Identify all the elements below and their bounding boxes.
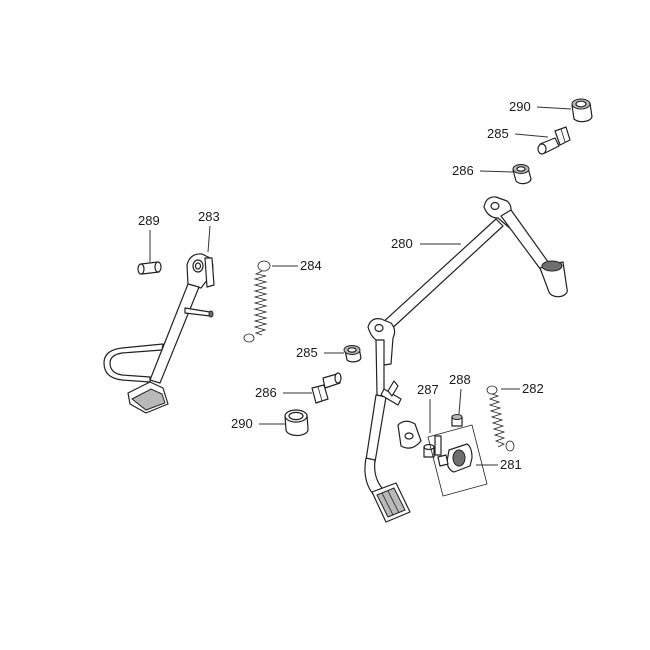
stopper-kit-281 bbox=[427, 424, 488, 497]
bolt-289 bbox=[137, 261, 162, 275]
leader-lines bbox=[149, 106, 572, 466]
nut-288 bbox=[451, 414, 463, 427]
callout-285-mid: 285 bbox=[296, 345, 318, 360]
center-stand-280 bbox=[364, 196, 568, 523]
callout-280: 280 bbox=[391, 236, 413, 251]
callout-285-top: 285 bbox=[487, 126, 509, 141]
callout-288: 288 bbox=[449, 372, 471, 387]
callout-289: 289 bbox=[138, 213, 160, 228]
callout-281: 281 bbox=[500, 457, 522, 472]
spring-284 bbox=[243, 260, 271, 343]
nut-286-top bbox=[512, 164, 532, 185]
bolt-285-mid bbox=[343, 345, 362, 363]
callout-283: 283 bbox=[198, 209, 220, 224]
callout-290-top: 290 bbox=[509, 99, 531, 114]
callout-286-top: 286 bbox=[452, 163, 474, 178]
bolt-286-mid bbox=[311, 372, 342, 404]
callout-290-mid: 290 bbox=[231, 416, 253, 431]
callout-284: 284 bbox=[300, 258, 322, 273]
pin-287 bbox=[423, 435, 442, 458]
callout-286-mid: 286 bbox=[255, 385, 277, 400]
bushing-290-top bbox=[571, 98, 593, 123]
bushing-290-mid bbox=[284, 409, 309, 437]
bolt-285-top bbox=[537, 126, 571, 155]
side-stand-283 bbox=[103, 253, 215, 414]
callout-287: 287 bbox=[417, 382, 439, 397]
callout-282: 282 bbox=[522, 381, 544, 396]
spring-282 bbox=[486, 385, 515, 452]
